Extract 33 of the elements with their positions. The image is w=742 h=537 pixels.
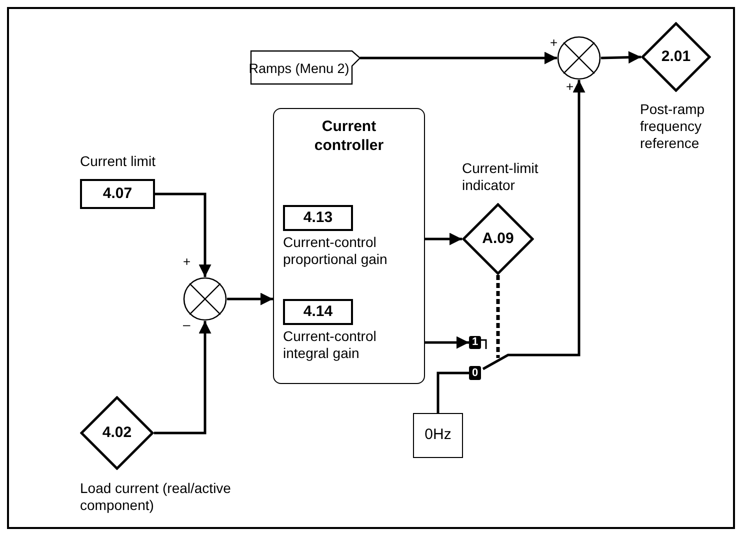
caption-text: Current limit	[80, 153, 156, 170]
parameter-box: 4.14	[283, 299, 353, 325]
caption-text: Load current (real/active component)	[80, 480, 232, 514]
arrow	[360, 52, 557, 64]
control-line	[496, 275, 500, 358]
arrow	[425, 336, 469, 349]
controller-block	[273, 108, 425, 384]
caption-text: Current-control proportional gain	[283, 234, 388, 268]
caption-text: Post-ramp frequency reference	[640, 101, 706, 152]
sign-label: –	[183, 318, 190, 331]
switch-contact: 0	[469, 366, 481, 380]
parameter-diamond: 4.02	[80, 396, 154, 470]
caption-text: Current-control integral gain	[283, 328, 378, 362]
block-heading: Current controller	[313, 117, 385, 155]
parameter-diamond: A.09	[462, 203, 534, 275]
arrow	[227, 292, 273, 306]
switch-contact: 1	[469, 336, 481, 349]
arrow	[425, 232, 462, 246]
parameter-box: 4.07	[80, 179, 155, 209]
arrow	[154, 321, 212, 434]
sign-label: +	[550, 36, 558, 49]
arrow	[600, 51, 642, 64]
arrow	[482, 80, 586, 370]
sign-label: +	[183, 255, 191, 268]
parameter-diamond: 2.01	[641, 22, 711, 92]
value-box: 0Hz	[413, 413, 463, 458]
parameter-box: 4.13	[283, 205, 353, 231]
summing-junction	[183, 277, 227, 321]
sign-label: +	[566, 80, 574, 93]
caption-text: Current-limit indicator	[462, 160, 540, 194]
arrow	[155, 192, 212, 277]
connector-line	[436, 372, 469, 413]
summing-junction	[557, 36, 601, 80]
